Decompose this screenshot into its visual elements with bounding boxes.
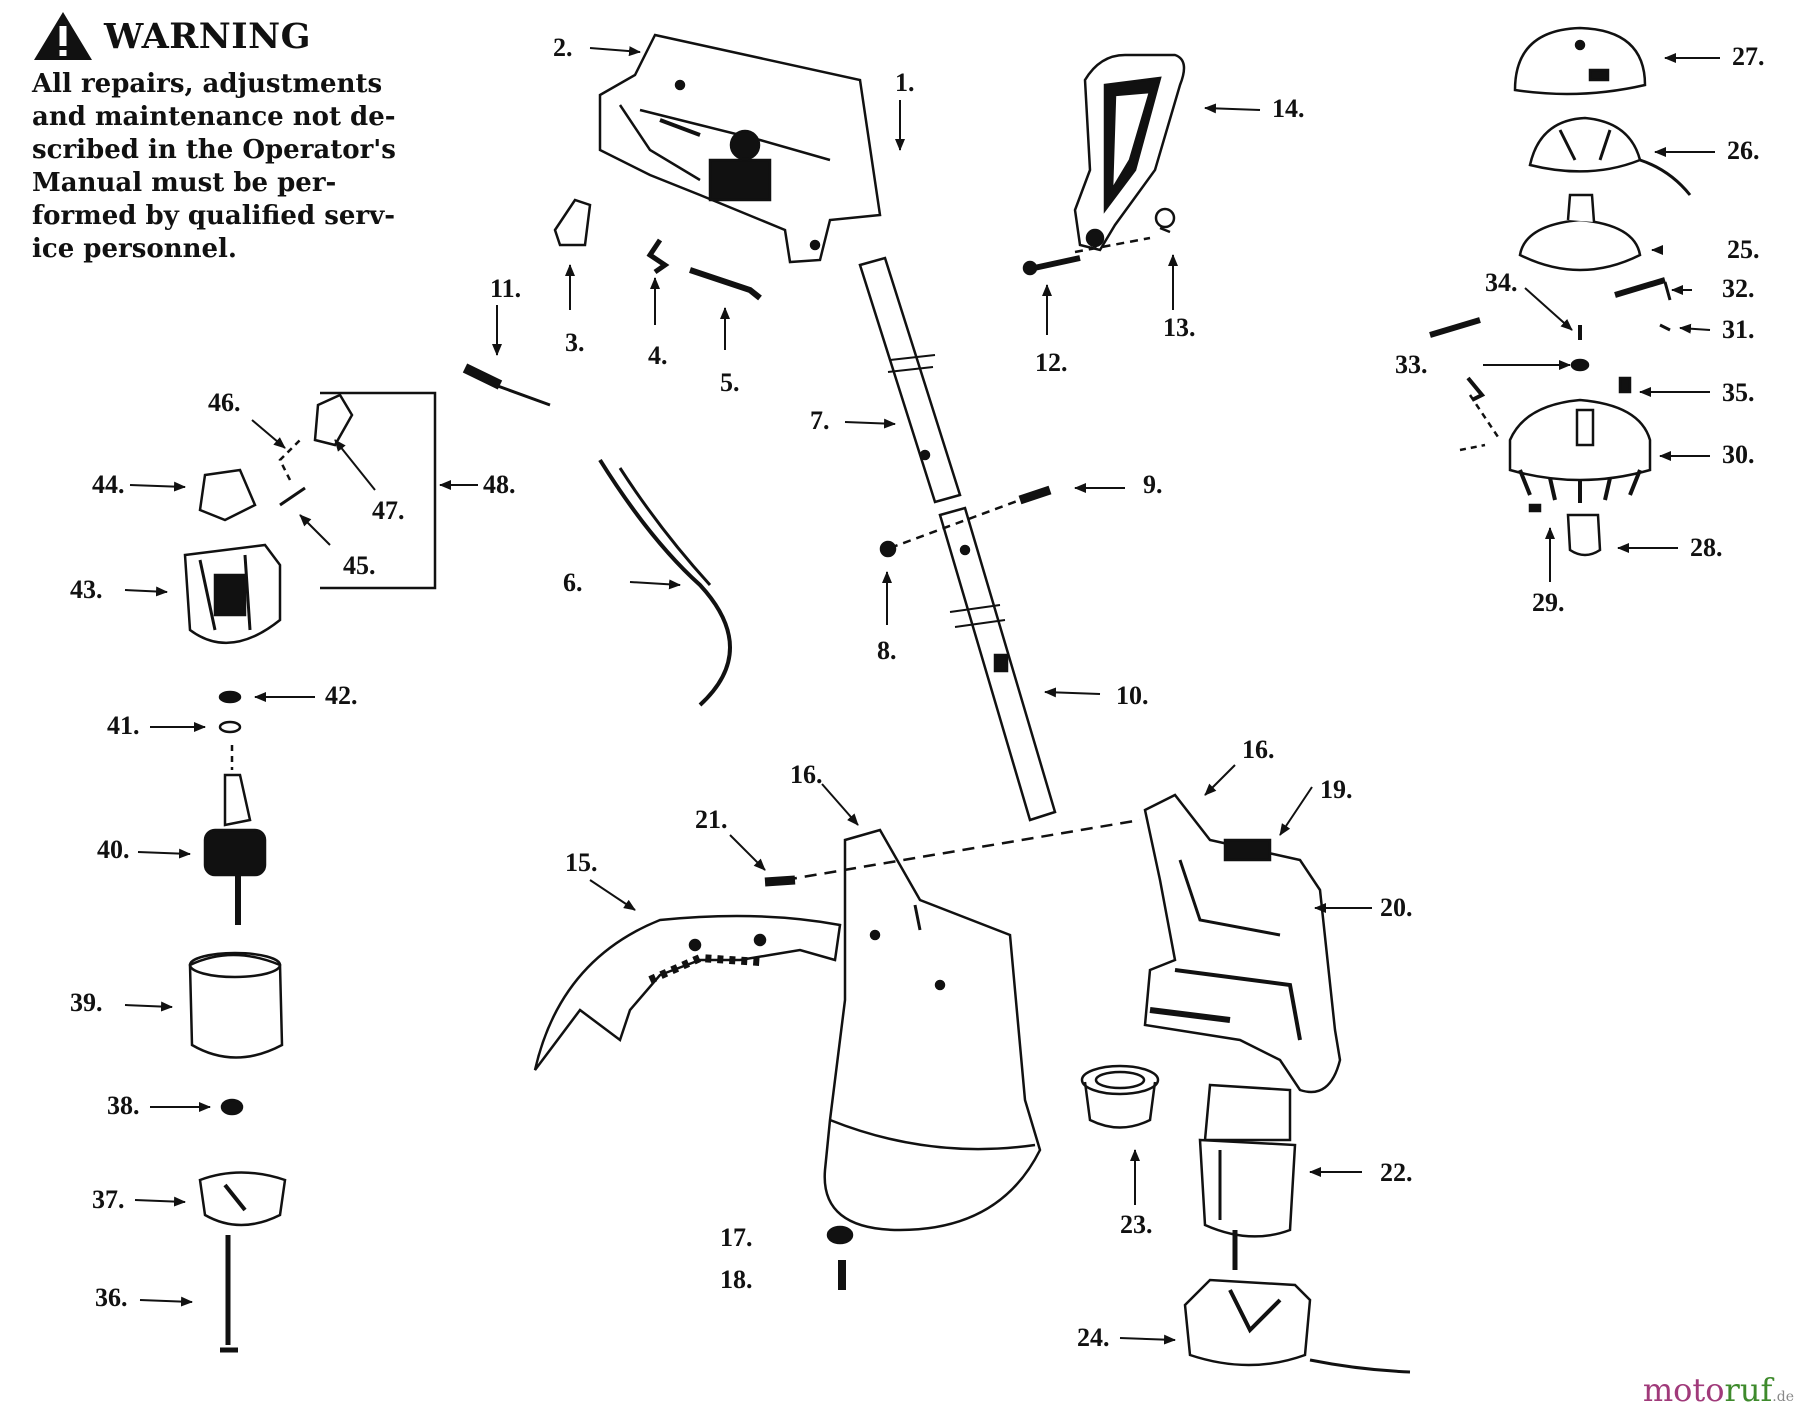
- part-label-46: 46.: [208, 388, 241, 417]
- part-label-6: 6.: [563, 568, 583, 597]
- part-label-37: 37.: [92, 1185, 125, 1214]
- part-label-29: 29.: [1532, 588, 1565, 617]
- part-label-26: 26.: [1727, 136, 1760, 165]
- guard-part: [533, 914, 842, 1071]
- part-label-19: 19.: [1320, 775, 1353, 804]
- motor-housing-right-part: [1143, 793, 1342, 1094]
- warning-line: Manual must be per-: [32, 168, 337, 198]
- warning-triangle-icon: [34, 12, 92, 60]
- motor-stack-part: [183, 393, 354, 1353]
- part-label-41: 41.: [107, 711, 140, 740]
- parts-drawing: [124, 26, 1720, 1374]
- motor-part: [1198, 1083, 1297, 1270]
- part-label-3: 3.: [565, 328, 585, 357]
- warning-header: WARNING: [32, 10, 432, 62]
- part-label-21: 21.: [695, 805, 728, 834]
- part-label-23: 23.: [1120, 1210, 1153, 1239]
- part-label-32: 32.: [1722, 274, 1755, 303]
- part-label-42: 42.: [325, 681, 358, 710]
- warning-text: All repairs, adjustments and maintenance…: [32, 68, 432, 266]
- part-label-17: 17.: [720, 1223, 753, 1252]
- part-label-35: 35.: [1722, 378, 1755, 407]
- spool-assembly-part: [1429, 26, 1692, 557]
- part-label-7: 7.: [810, 406, 830, 435]
- part-label-34: 34.: [1485, 268, 1518, 297]
- leader-arrows: [124, 46, 1720, 1345]
- warning-line: All repairs, adjustments: [32, 69, 383, 99]
- warning-line: and maintenance not de-: [32, 102, 396, 132]
- upper-tube-part: [858, 256, 962, 504]
- part-label-1: 1.: [895, 68, 915, 97]
- warning-line: scribed in the Operator's: [32, 135, 396, 165]
- warning-line: formed by qualified serv-: [32, 201, 395, 231]
- part-label-4: 4.: [648, 341, 668, 370]
- part-label-16-left: 16.: [790, 760, 823, 789]
- part-label-12: 12.: [1035, 348, 1068, 377]
- part-label-24: 24.: [1077, 1323, 1110, 1352]
- part-label-22: 22.: [1380, 1158, 1413, 1187]
- watermark-logo: motoruf.de: [1643, 1371, 1794, 1409]
- part-label-31: 31.: [1722, 315, 1755, 344]
- part-label-36: 36.: [95, 1283, 128, 1312]
- part-label-45: 45.: [343, 551, 376, 580]
- part-label-2: 2.: [553, 33, 573, 62]
- part-label-44: 44.: [92, 470, 125, 499]
- warning-title: WARNING: [104, 15, 312, 57]
- part-label-39: 39.: [70, 988, 103, 1017]
- part-label-14: 14.: [1272, 94, 1305, 123]
- part-label-28: 28.: [1690, 533, 1723, 562]
- part-label-43: 43.: [70, 575, 103, 604]
- watermark-part: ruf: [1724, 1371, 1773, 1409]
- part-label-20: 20.: [1380, 893, 1413, 922]
- part-label-13: 13.: [1163, 313, 1196, 342]
- part-label-11: 11.: [490, 274, 522, 303]
- part-label-5: 5.: [720, 368, 740, 397]
- part-label-8: 8.: [877, 636, 897, 665]
- part-label-10: 10.: [1116, 681, 1149, 710]
- watermark-part: moto: [1642, 1371, 1725, 1409]
- part-label-9: 9.: [1143, 470, 1163, 499]
- part-label-47: 47.: [372, 496, 405, 525]
- lower-tube-part: [938, 506, 1057, 822]
- motor-housing-left-part: [823, 828, 1042, 1232]
- warning-box: WARNING All repairs, adjustments and mai…: [32, 10, 432, 266]
- upper-handle-part: [1073, 53, 1186, 252]
- warning-line: ice personnel.: [32, 234, 237, 264]
- part-label-38: 38.: [107, 1091, 140, 1120]
- part-label-25: 25.: [1727, 235, 1760, 264]
- part-label-30: 30.: [1722, 440, 1755, 469]
- part-label-27: 27.: [1732, 42, 1765, 71]
- part-label-18: 18.: [720, 1265, 753, 1294]
- switch-housing-part: [598, 33, 882, 264]
- watermark-part: .de: [1772, 1389, 1794, 1405]
- part-label-40: 40.: [97, 835, 130, 864]
- part-label-33: 33.: [1395, 350, 1428, 379]
- part-label-16-right: 16.: [1242, 735, 1275, 764]
- part-label-48: 48.: [483, 470, 516, 499]
- part-label-15: 15.: [565, 848, 598, 877]
